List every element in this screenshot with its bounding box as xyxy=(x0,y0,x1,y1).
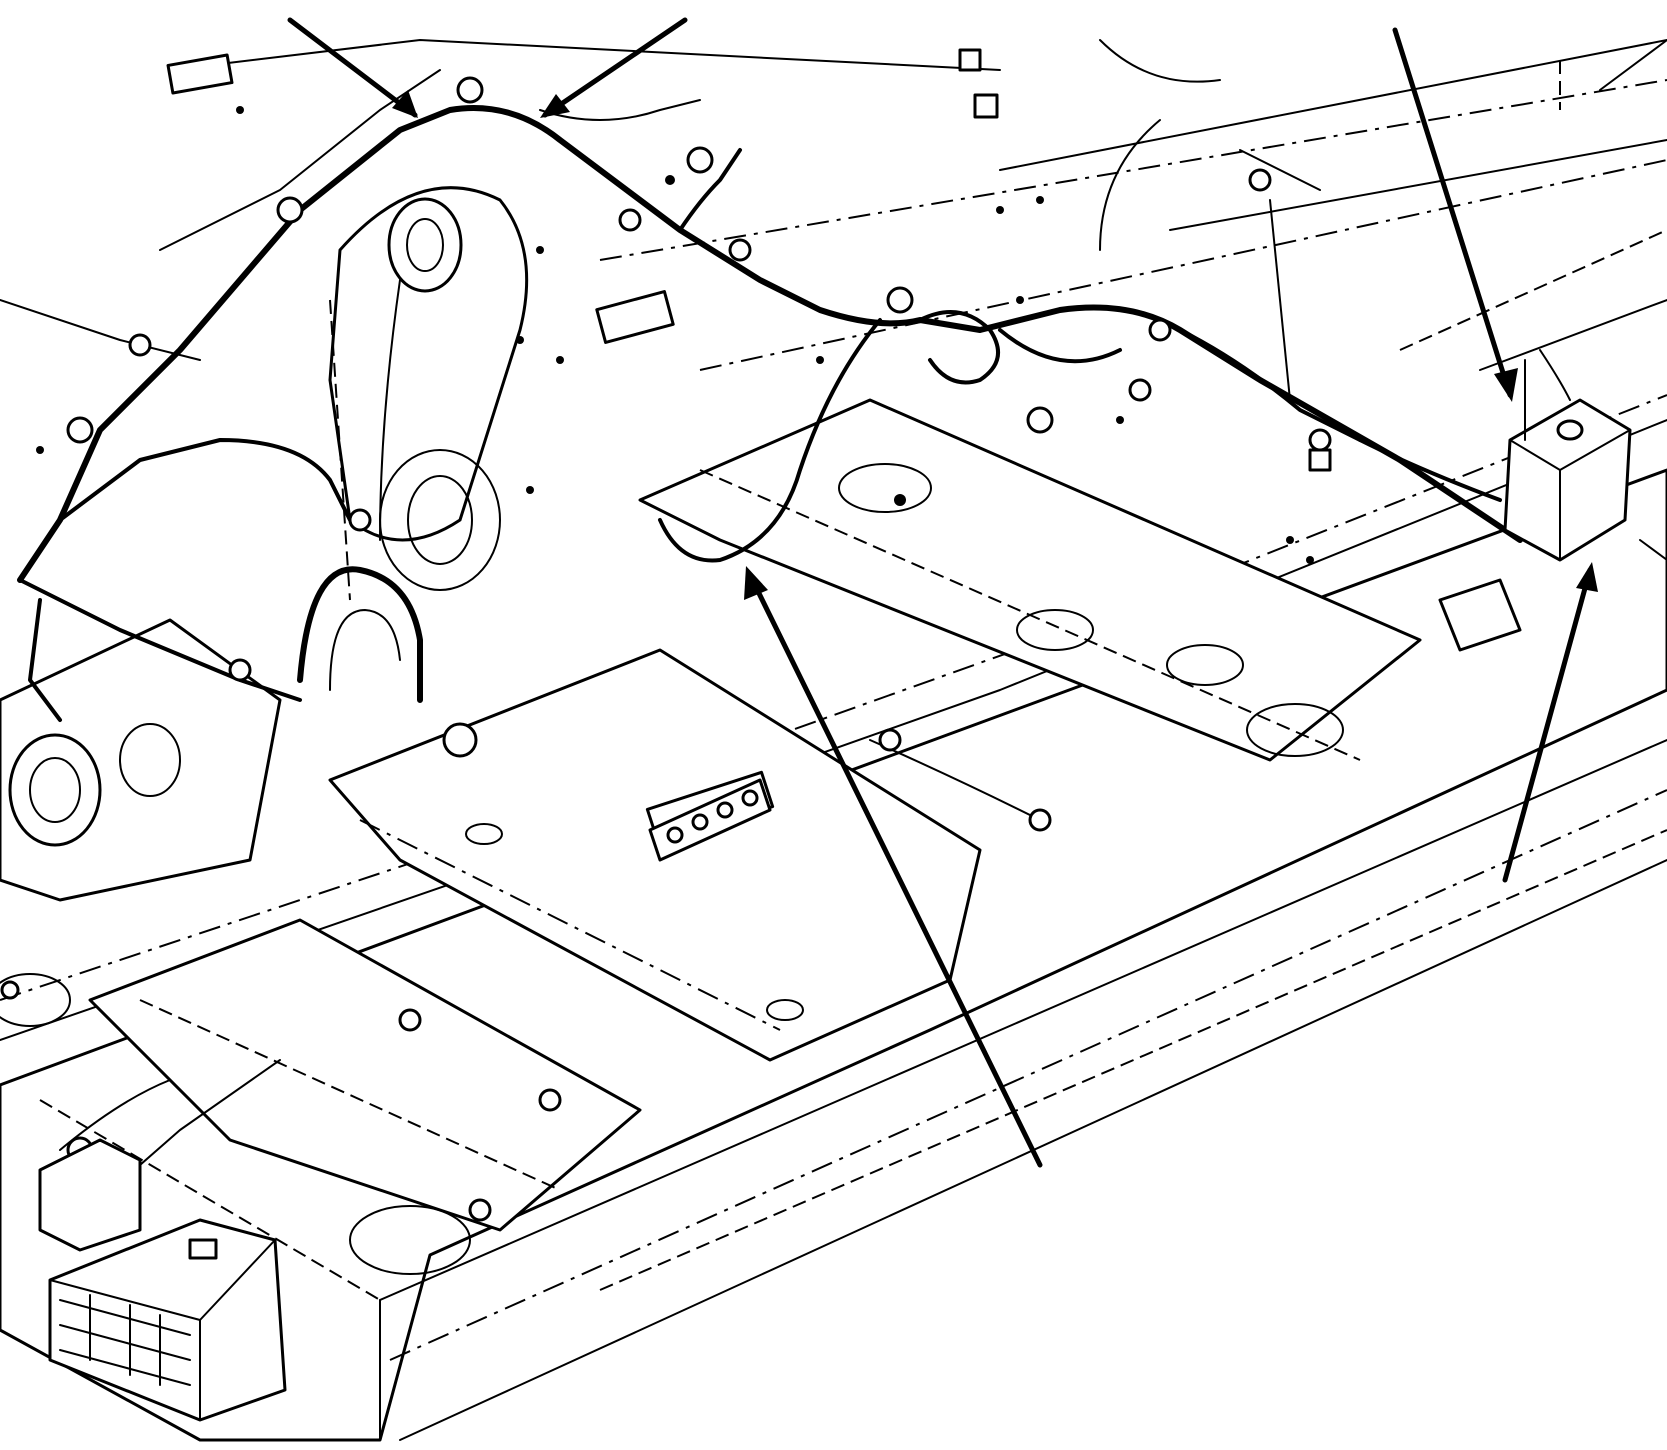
callout-arrow-4 xyxy=(747,572,1043,1168)
callout-arrow-3 xyxy=(1392,27,1513,398)
callout-arrow-5 xyxy=(1502,567,1593,883)
terminal-strip xyxy=(648,778,772,862)
upper-frame xyxy=(166,39,1667,371)
callout-arrows xyxy=(287,17,1598,1168)
callout-arrow-1 xyxy=(287,17,418,118)
bracket-loop xyxy=(297,449,501,758)
relay-box xyxy=(1438,349,1667,652)
main-wiring-harness xyxy=(0,39,1523,1201)
harness-clips xyxy=(0,48,1332,1222)
callout-arrow-2 xyxy=(542,17,688,118)
swing-pivot xyxy=(0,618,282,902)
boom-housing xyxy=(328,186,529,601)
front-connector-block xyxy=(38,1138,287,1422)
deck-plate-front xyxy=(0,918,642,1275)
deck-plate-center xyxy=(638,398,1422,762)
